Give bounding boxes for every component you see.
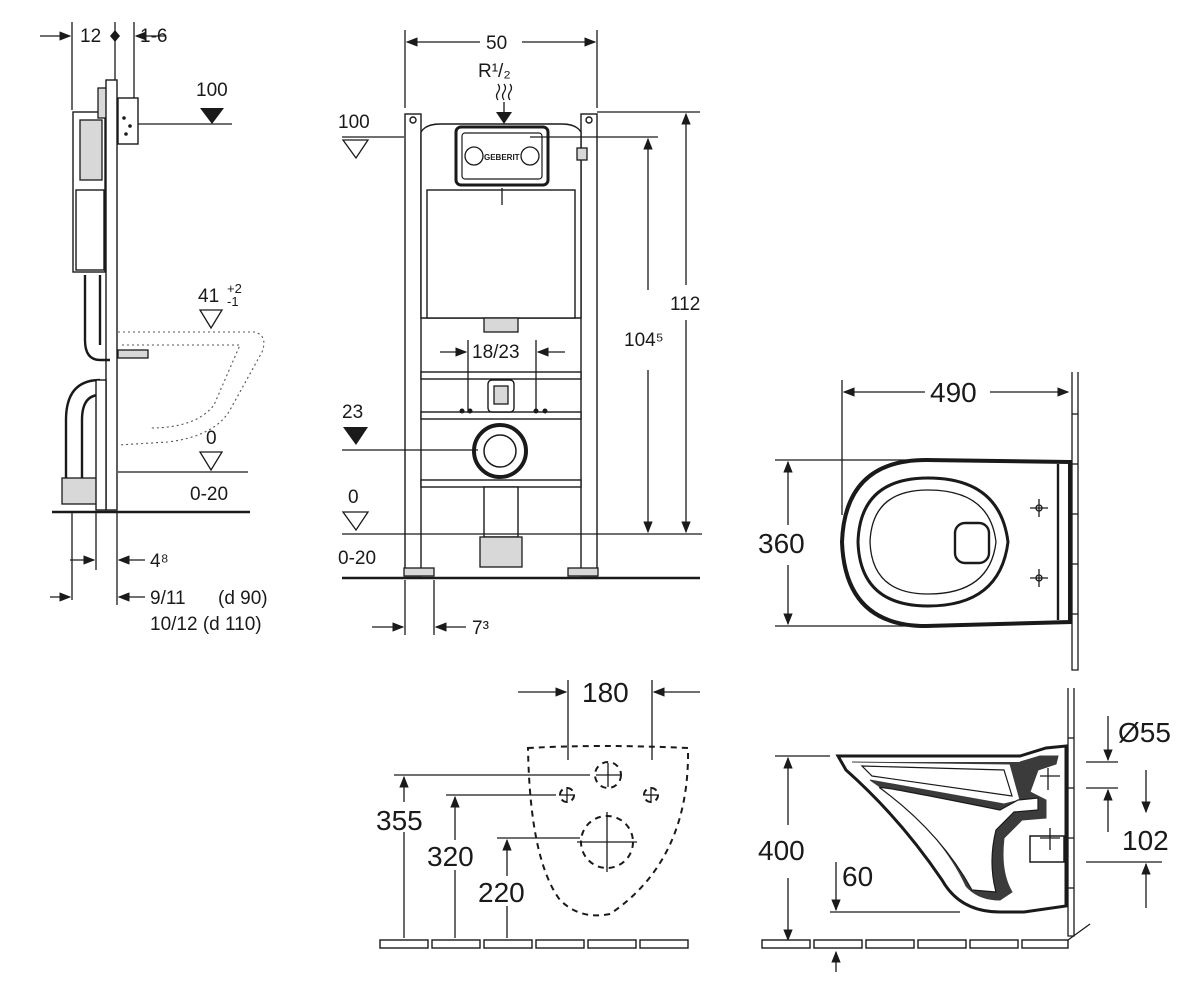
side-level-seat: 41 bbox=[198, 286, 219, 307]
water-inlet-label: R¹/₂ bbox=[478, 61, 511, 82]
side-dim-bottom-3: 10/12 (d 110) bbox=[150, 614, 262, 635]
front-level-floor-range: 0-20 bbox=[338, 548, 376, 569]
front-dim-height-total: 112 bbox=[670, 294, 700, 315]
front-dim-foot: 7³ bbox=[472, 618, 489, 639]
top-dim-length: 490 bbox=[930, 377, 977, 408]
top-dim-width: 360 bbox=[758, 528, 805, 559]
side-level-floor: 0 bbox=[206, 428, 217, 449]
section-view: 400 60 Ø55 102 bbox=[758, 688, 1171, 972]
front-view: 50 R¹/₂ 100 GEBERIT bbox=[338, 30, 702, 639]
side-dim-bottom-2-note: (d 90) bbox=[218, 588, 268, 609]
side-level-seat-tol-lower: -1 bbox=[227, 294, 239, 309]
back-view: 180 355 320 220 bbox=[376, 677, 700, 949]
front-dim-width: 50 bbox=[486, 33, 507, 54]
front-dim-height-frame: 104⁵ bbox=[624, 330, 664, 351]
side-dim-bottom-1: 4⁸ bbox=[150, 551, 169, 572]
side-level-seat-tol-upper: +2 bbox=[227, 281, 242, 296]
back-dim-h3: 220 bbox=[478, 877, 525, 908]
section-dim-bottom: 60 bbox=[842, 861, 873, 892]
top-view: 490 360 bbox=[758, 372, 1079, 671]
side-level-floor-range: 0-20 bbox=[190, 484, 228, 505]
back-dim-hole-spacing: 180 bbox=[582, 677, 629, 708]
back-dim-h2: 320 bbox=[427, 841, 474, 872]
section-dim-diameter: Ø55 bbox=[1118, 717, 1171, 748]
front-dim-bolt-spacing: 18/23 bbox=[472, 342, 520, 363]
section-dim-height: 400 bbox=[758, 835, 805, 866]
side-level-top: 100 bbox=[196, 80, 228, 101]
front-level-floor: 0 bbox=[348, 487, 359, 508]
floor-tiles bbox=[379, 939, 689, 949]
mounting-holes bbox=[559, 761, 659, 872]
dim-frame-depth: 12 bbox=[80, 26, 101, 47]
back-dim-h1: 355 bbox=[376, 805, 423, 836]
section-floor bbox=[761, 923, 1091, 949]
front-level-top: 100 bbox=[338, 112, 370, 133]
side-view: 12 1-6 100 41 +2 -1 0 0-2 bbox=[40, 22, 268, 635]
brand-logo: GEBERIT bbox=[484, 153, 520, 162]
section-dim-outlet: 102 bbox=[1122, 825, 1169, 856]
dim-offset: 1-6 bbox=[140, 26, 167, 47]
side-dim-bottom-2: 9/11 bbox=[150, 588, 186, 609]
front-level-outlet: 23 bbox=[342, 402, 363, 423]
